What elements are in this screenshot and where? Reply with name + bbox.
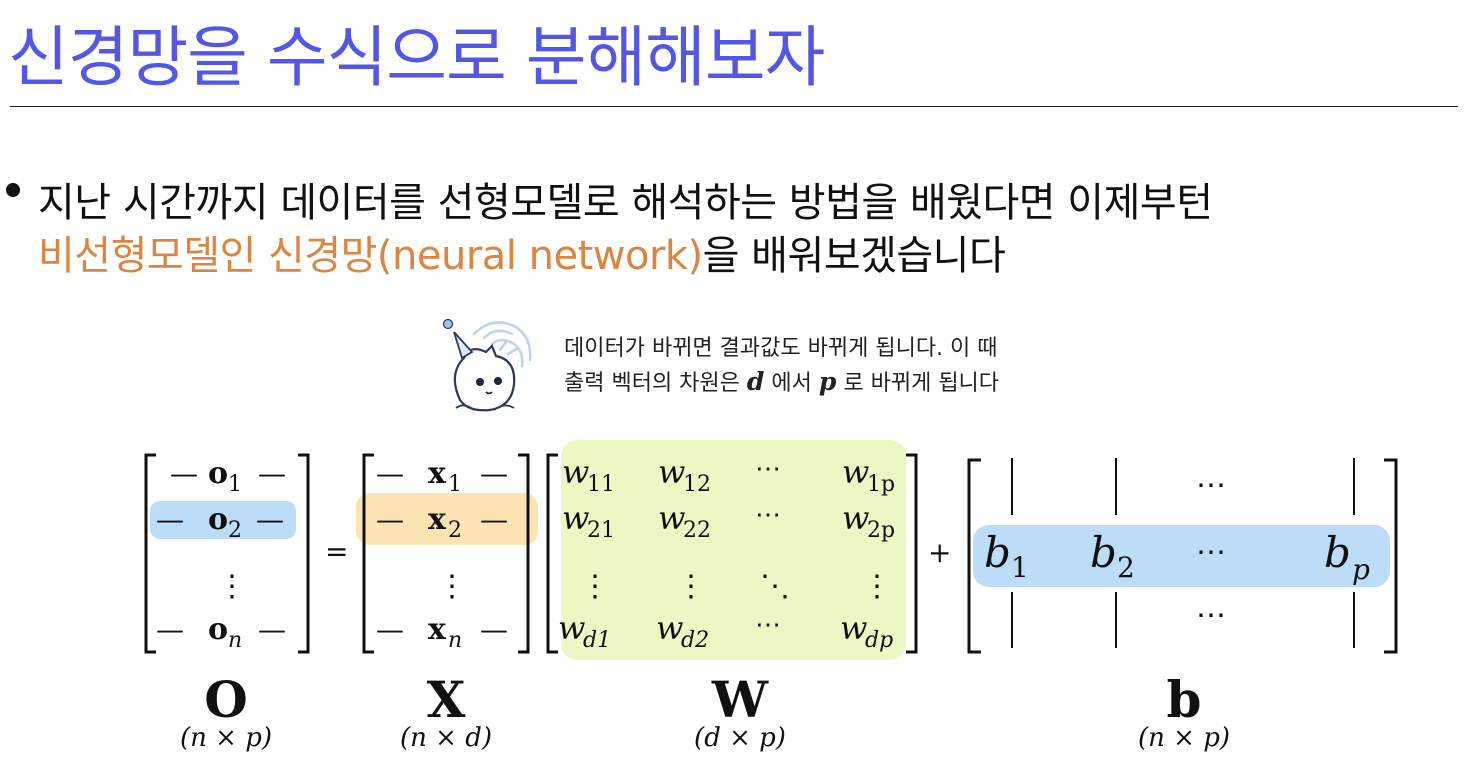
x-row-n-left-dash: —	[376, 613, 404, 646]
o-row-1-symbol: o	[208, 456, 228, 491]
w-21-symbol: w	[562, 499, 589, 537]
label-O-symbol: O	[204, 670, 248, 729]
label-b-symbol: b	[1167, 670, 1202, 729]
x-row-1-symbol: x	[428, 456, 447, 491]
o-row-n-symbol: o	[208, 612, 228, 647]
b-2-sub: 2	[1117, 551, 1135, 584]
w-22-sub: 22	[683, 518, 711, 543]
b-1-sub: 1	[1011, 551, 1029, 584]
bullet-line-2: 비선형모델인 신경망(neural network)을 배워보겠습니다	[38, 223, 1006, 281]
x-row-n-symbol: x	[428, 612, 447, 647]
w-2p-symbol: w	[842, 499, 869, 537]
unicorn-mascot-icon	[442, 318, 532, 412]
x-row-1-left-dash: —	[376, 457, 404, 490]
o-row-1-left-dash: —	[170, 457, 198, 490]
w-d2-symbol: w	[656, 609, 683, 647]
o-vdots: ⋮	[217, 569, 247, 604]
o2-row-highlight	[150, 501, 296, 539]
o-row-1-right-dash: —	[258, 457, 286, 490]
w-d1-symbol: w	[558, 609, 585, 647]
label-W-symbol: W	[711, 670, 769, 729]
equals-sign: =	[325, 535, 348, 568]
b-top-cdots: ⋯	[1196, 468, 1226, 503]
w-1p-symbol: w	[842, 453, 869, 491]
o-row-n-right-dash: —	[258, 613, 286, 646]
b-bottom-cdots: ⋯	[1196, 598, 1226, 633]
x-row-1-right-dash: —	[480, 457, 508, 490]
o-row-2-left-dash: —	[156, 503, 184, 536]
w-ddots: ⋱	[760, 569, 790, 604]
label-b-dims: (n × p)	[1138, 723, 1230, 753]
b-p-symbol: b	[1324, 528, 1351, 577]
x-row-2-left-dash: —	[376, 503, 404, 536]
x-row-1-sub: 1	[448, 472, 462, 497]
label-X-symbol: X	[427, 670, 466, 729]
b-2-symbol: b	[1090, 528, 1117, 577]
w-12-sub: 12	[683, 472, 711, 497]
w-12-symbol: w	[658, 453, 685, 491]
w-matrix-highlight	[561, 440, 906, 660]
mascot-note: 데이터가 바뀌면 결과값도 바뀌게 됩니다. 이 때 출력 벡터의 차원은 d …	[564, 332, 999, 400]
b-p-sub: p	[1352, 553, 1370, 586]
bullet-highlight-text: 비선형모델인 신경망(neural network)	[38, 233, 703, 279]
x-row-2-symbol: x	[428, 502, 447, 537]
w-d1-sub: d1	[583, 628, 611, 653]
note-d-symbol: d	[746, 367, 765, 396]
note-line-1: 데이터가 바뀌면 결과값도 바뀌게 됩니다. 이 때	[564, 336, 998, 361]
o-row-1-sub: 1	[228, 472, 242, 497]
o-row-2-sub: 2	[228, 518, 242, 543]
x-vdots: ⋮	[437, 569, 467, 604]
w-22-symbol: w	[658, 499, 685, 537]
x-row-n-sub: n	[448, 628, 462, 653]
label-X-dims: (n × d)	[400, 723, 492, 753]
x-row-2-sub: 2	[448, 518, 462, 543]
w-21-sub: 21	[587, 518, 615, 543]
w-dp-symbol: w	[840, 609, 867, 647]
w-2p-sub: 2p	[867, 518, 895, 543]
w-dp-sub: dp	[865, 628, 893, 653]
o-row-2-right-dash: —	[256, 503, 284, 536]
bullet-point-icon	[6, 183, 20, 197]
bullet-rest-text: 을 배워보겠습니다	[702, 233, 1006, 279]
o-row-n-sub: n	[228, 628, 242, 653]
w-col-p-vdots: ⋮	[862, 569, 892, 604]
x-row-n-right-dash: —	[480, 613, 508, 646]
note-line-2: 출력 벡터의 차원은 d 에서 p 로 바뀌게 됩니다	[564, 367, 1000, 396]
title-divider	[10, 106, 1458, 107]
note-p-symbol: p	[818, 367, 837, 396]
b-row-cdots: ⋯	[1196, 535, 1226, 570]
page-title: 신경망을 수식으로 분해해보자	[8, 19, 825, 96]
b-row-highlight	[973, 525, 1390, 587]
w-col-1-vdots: ⋮	[580, 569, 610, 604]
x-row-2-right-dash: —	[480, 503, 508, 536]
w-d2-sub: d2	[681, 628, 709, 653]
label-W-dims: (d × p)	[694, 723, 786, 753]
w-1p-sub: 1p	[867, 472, 895, 497]
w-11-sub: 11	[587, 472, 615, 497]
w-11-symbol: w	[562, 453, 589, 491]
w-row-2-cdots: ⋯	[755, 500, 781, 530]
bullet-line-1: 지난 시간까지 데이터를 선형모델로 해석하는 방법을 배웠다면 이제부턴	[38, 180, 1213, 226]
o-row-n-left-dash: —	[156, 613, 184, 646]
b-1-symbol: b	[984, 528, 1011, 577]
w-col-2-vdots: ⋮	[676, 569, 706, 604]
o-row-2-symbol: o	[208, 502, 228, 537]
plus-sign: +	[928, 536, 951, 569]
w-row-1-cdots: ⋯	[755, 454, 781, 484]
label-O-dims: (n × p)	[180, 723, 272, 753]
x2-row-highlight	[356, 493, 538, 545]
w-row-d-cdots: ⋯	[755, 610, 781, 640]
